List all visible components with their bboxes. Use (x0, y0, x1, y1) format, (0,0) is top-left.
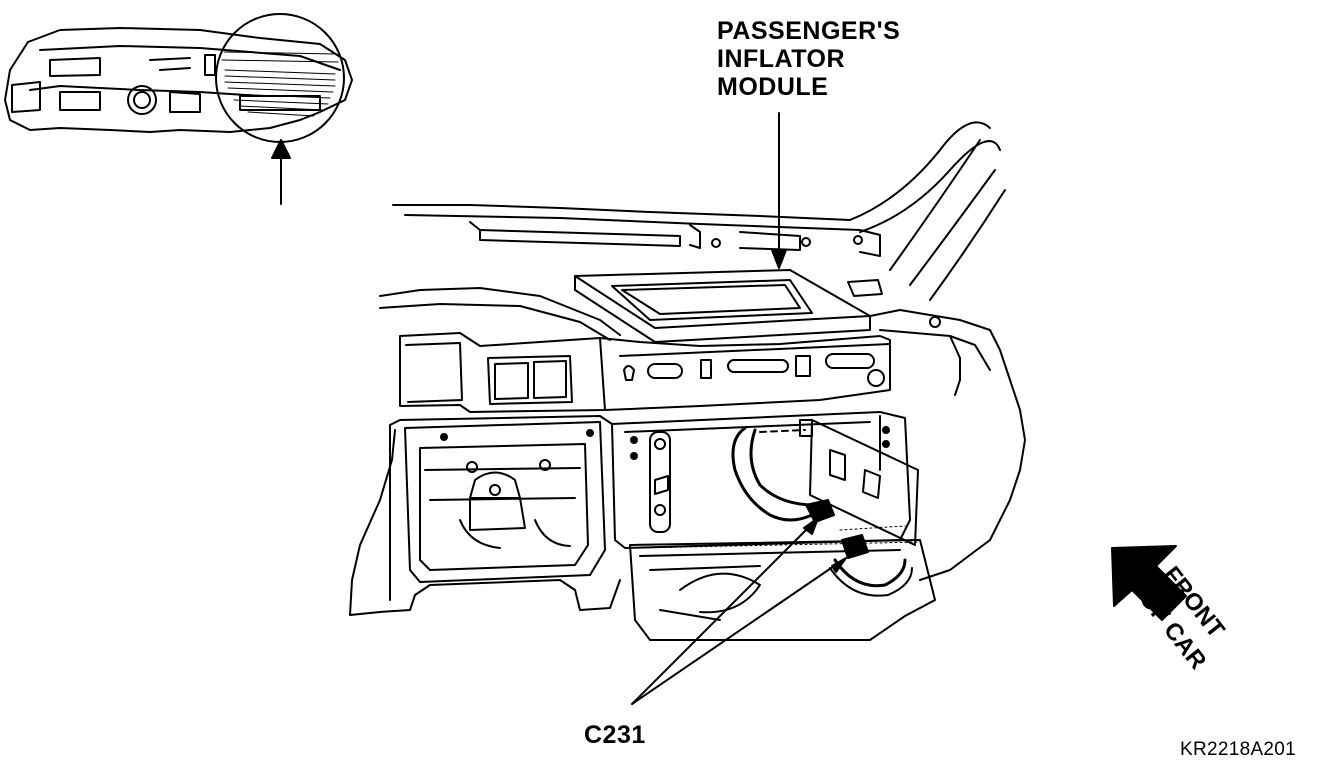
module-label-line-3: MODULE (717, 73, 829, 101)
leader-line-2 (631, 561, 841, 705)
module-label-line-2: INFLATOR (717, 45, 846, 73)
figure-code: KR2218A201 (1180, 739, 1297, 760)
passengers-inflator-module-label: PASSENGER'S INFLATOR MODULE (717, 17, 900, 101)
instrument-panel (349, 112, 1026, 705)
c231-connector-label: C231 (584, 721, 646, 749)
locator-view (4, 13, 353, 205)
module-label-line-1: PASSENGER'S (717, 17, 901, 45)
front-of-car-arrow-icon (1111, 545, 1187, 621)
leader-line-1 (631, 523, 813, 705)
front-of-car-label: FRONT OF CAR (1134, 560, 1268, 700)
